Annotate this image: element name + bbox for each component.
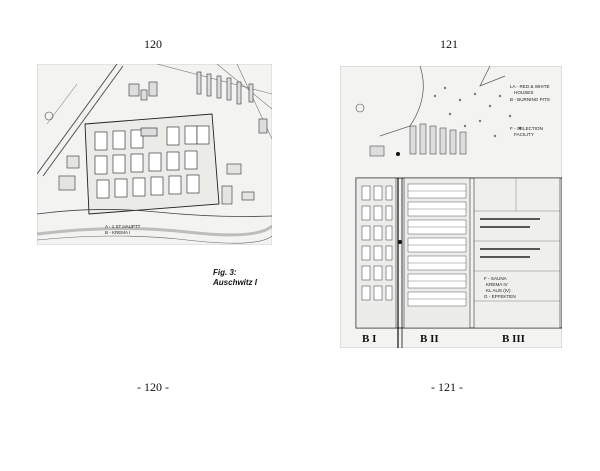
right-map-legend-7: KREMA IV: [486, 282, 509, 287]
auschwitz-i-map-drawing: A - 1 ST HAUPTT B - KREMA I: [37, 64, 272, 245]
figure-caption-label: Fig. 3:: [213, 268, 237, 277]
figure-caption-title: Auschwitz I: [213, 278, 258, 287]
figure-caption: Fig. 3: Auschwitz I: [213, 268, 257, 288]
birkenau-map: LA - RED & WHITE HOUSES B - BURNING PITS…: [340, 66, 562, 348]
left-map-legend-1: A - 1 ST HAUPTT: [105, 224, 141, 229]
right-page-footer-number: - 121 -: [431, 380, 463, 394]
left-map-legend-2: B - KREMA I: [105, 230, 130, 235]
section-b1-label: B I: [362, 333, 376, 345]
auschwitz-i-map: A - 1 ST HAUPTT B - KREMA I: [37, 64, 272, 245]
right-page-header-number: 121: [440, 37, 458, 51]
left-page-header-number: 120: [144, 37, 162, 51]
right-map-legend-9: G - EFFEKTEN: [484, 294, 516, 299]
right-map-legend-1: LA - RED & WHITE: [510, 84, 550, 89]
section-b2-label: B II: [420, 333, 439, 345]
section-b3-label: B III: [502, 333, 525, 345]
right-map-legend-6: F - SAUNA: [484, 276, 508, 281]
right-map-legend-5: FACILITY: [514, 132, 534, 137]
right-map-legend-4: F - SELECTION: [510, 126, 543, 131]
right-map-legend-8: KL AUS (IV): [486, 288, 511, 293]
birkenau-map-drawing: LA - RED & WHITE HOUSES B - BURNING PITS…: [340, 66, 562, 348]
right-map-legend-2: HOUSES: [514, 90, 533, 95]
right-map-legend-3: B - BURNING PITS: [510, 97, 550, 102]
left-page-footer-number: - 120 -: [137, 380, 169, 394]
